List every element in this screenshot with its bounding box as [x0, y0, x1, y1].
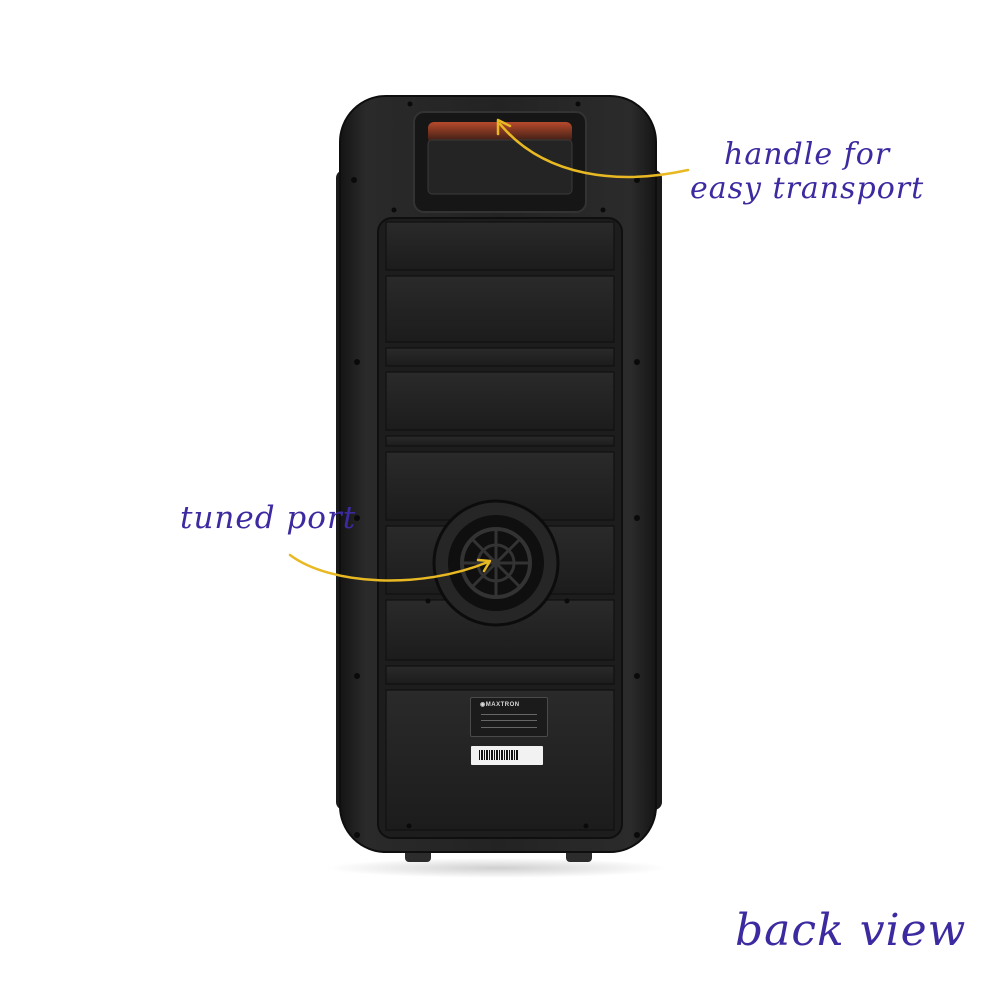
- tuned-port: [432, 499, 560, 627]
- screw: [575, 101, 581, 107]
- brand-logo: ◉MAXTRON: [480, 702, 520, 708]
- annotation-handle: handle for easy transport: [690, 138, 924, 206]
- handle-glow: [428, 122, 572, 144]
- arrowhead-handle: [496, 118, 512, 136]
- annotation-view: back view: [735, 905, 967, 956]
- annotation-handle-line1: handle for: [724, 137, 891, 172]
- floor-shadow: [327, 858, 667, 878]
- product-label-plate: ◉MAXTRON: [470, 697, 548, 737]
- annotation-handle-line2: easy transport: [690, 171, 925, 206]
- label-line: [481, 727, 537, 731]
- handle: [427, 139, 573, 195]
- arrow-handle: [498, 122, 690, 179]
- barcode-sticker: [471, 746, 543, 765]
- screw: [407, 101, 413, 107]
- side-screws: [351, 177, 640, 838]
- arrow-port: [288, 553, 490, 582]
- label-line: [481, 714, 537, 718]
- annotation-port: tuned port: [180, 500, 357, 536]
- barcode: [479, 750, 519, 760]
- arrowhead-port: [476, 558, 492, 573]
- label-line: [481, 720, 537, 724]
